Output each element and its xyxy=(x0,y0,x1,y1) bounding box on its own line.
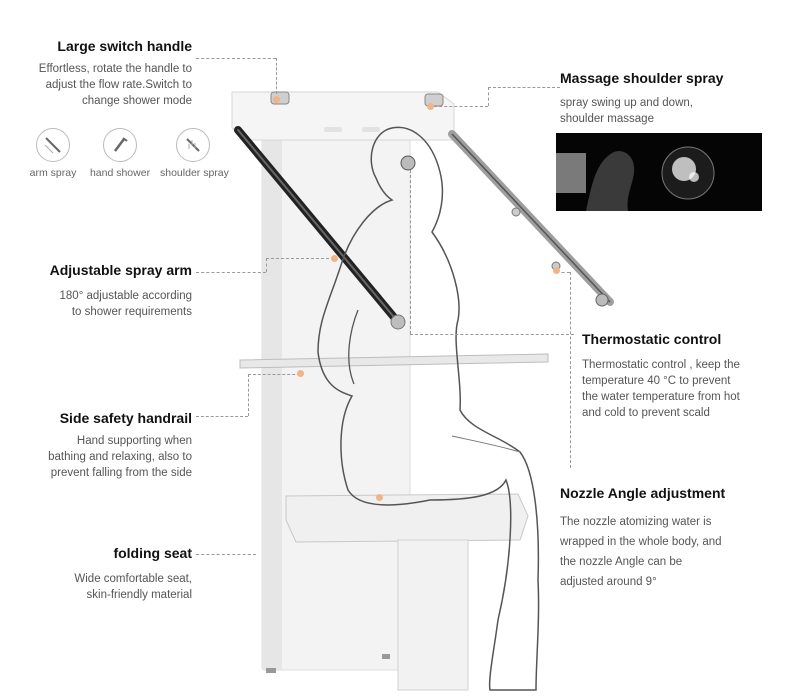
marker-rail xyxy=(297,370,304,377)
shoulder-spray-nozzle xyxy=(400,155,416,171)
leader-nozzle-v xyxy=(570,272,571,468)
back-panel xyxy=(261,131,411,671)
thermostatic-title: Thermostatic control xyxy=(582,331,722,347)
leader-shoulder-h2 xyxy=(434,106,488,107)
header-button-1 xyxy=(324,127,342,132)
marker-arm xyxy=(331,255,338,262)
hand-shower-icon xyxy=(103,128,137,162)
seated-figure-outline xyxy=(317,126,540,691)
thermostatic-desc: Thermostatic control , keep the temperat… xyxy=(582,359,740,419)
marker-switch xyxy=(273,96,280,103)
mode-arm-spray: arm spray xyxy=(20,128,86,179)
leader-arm-h xyxy=(196,272,266,273)
side-handrail xyxy=(239,353,549,369)
marker-nozzle xyxy=(553,267,560,274)
leader-switch-v xyxy=(276,58,277,94)
header-button-2 xyxy=(362,127,380,132)
shoulder-spray-icon xyxy=(176,128,210,162)
nozzle-desc: The nozzle atomizing water is wrapped in… xyxy=(560,516,722,588)
mode-shoulder-spray: shoulder spray xyxy=(160,128,229,179)
leader-rail-v xyxy=(248,374,249,416)
switch-handle-desc: Effortless, rotate the handle to adjust … xyxy=(38,63,192,107)
arm-spray-icon xyxy=(36,128,70,162)
marker-shoulder xyxy=(427,103,434,110)
leader-thermo-v xyxy=(410,170,411,334)
nozzle-title: Nozzle Angle adjustment xyxy=(560,485,726,501)
switch-handle-title: Large switch handle xyxy=(57,38,192,54)
seat-title: folding seat xyxy=(113,545,192,561)
leader-rail-h xyxy=(196,416,248,417)
folding-seat xyxy=(285,493,529,543)
leader-rail-h2 xyxy=(248,374,300,375)
spray-arm-title: Adjustable spray arm xyxy=(49,262,192,278)
mode-hand-shower: hand shower xyxy=(87,128,153,179)
handrail-title: Side safety handrail xyxy=(59,410,192,426)
leader-shoulder-v xyxy=(488,87,489,106)
leader-seat-h xyxy=(196,554,256,555)
leader-shoulder-h xyxy=(488,87,560,88)
shoulder-spray-photo xyxy=(556,133,762,211)
marker-seat xyxy=(376,494,383,501)
mode-label: arm spray xyxy=(29,167,77,179)
handrail-desc: Hand supporting when bathing and relaxin… xyxy=(48,435,192,479)
leader-nozzle-h xyxy=(556,272,570,273)
leader-switch-h xyxy=(196,58,276,59)
spray-arm-desc: 180° adjustable according to shower requ… xyxy=(59,290,192,318)
leader-thermo-h xyxy=(410,334,574,335)
top-header xyxy=(231,91,455,141)
mode-label: shoulder spray xyxy=(160,167,229,179)
mode-label: hand shower xyxy=(89,167,151,179)
seat-desc: Wide comfortable seat, skin-friendly mat… xyxy=(74,573,192,601)
leader-arm-v xyxy=(266,258,267,272)
shoulder-spray-title: Massage shoulder spray xyxy=(560,70,724,86)
shoulder-spray-desc: spray swing up and down, shoulder massag… xyxy=(560,97,693,125)
seat-leg xyxy=(397,539,469,691)
leader-arm-h2 xyxy=(266,258,334,259)
back-panel-shade xyxy=(262,132,282,670)
